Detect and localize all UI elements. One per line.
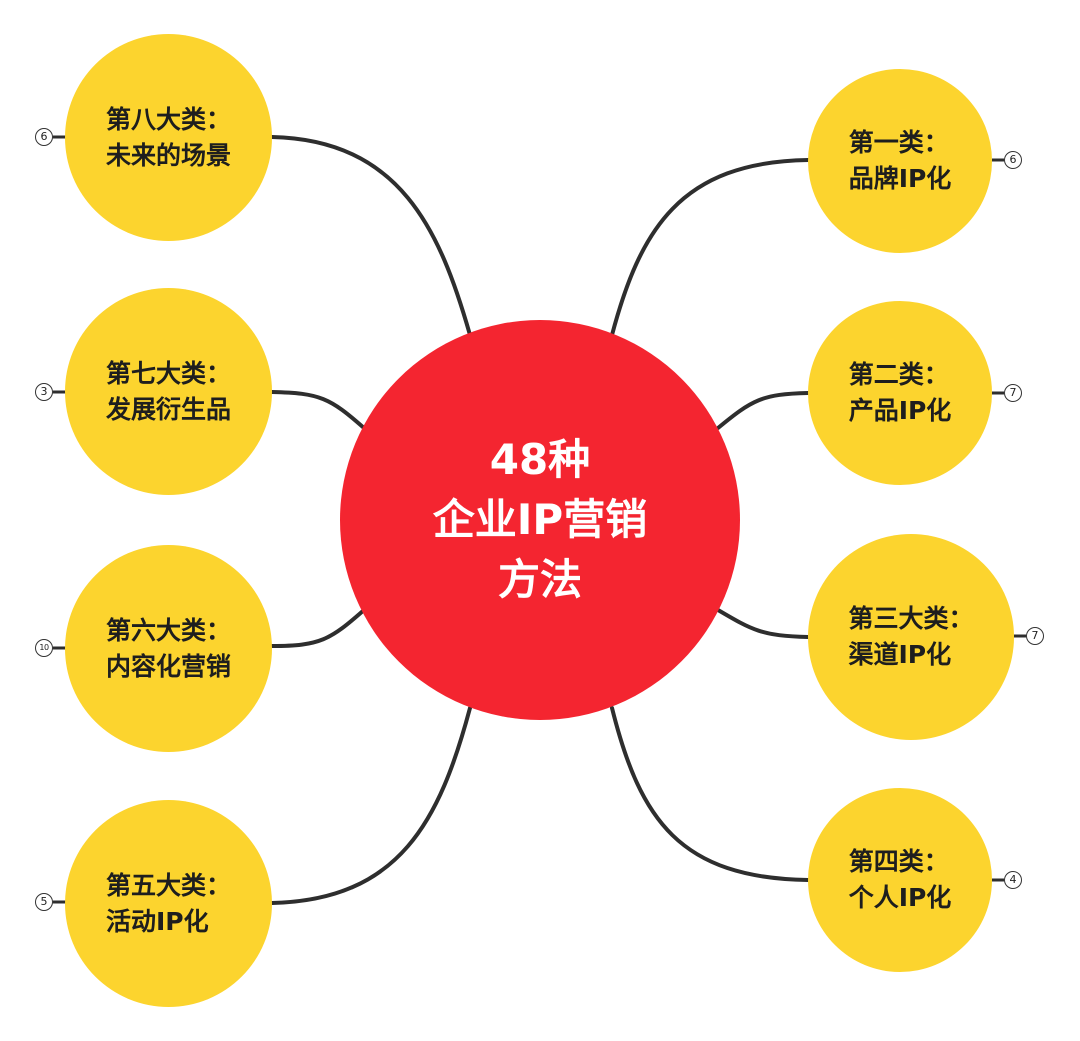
branch-node-category-7[interactable]: 第七大类： 发展衍生品 [65,288,272,495]
connector-b3 [716,608,810,639]
connector-b8 [270,135,472,337]
central-topic-label: 48种 企业IP营销 方法 [433,430,647,610]
central-line-2: 企业IP营销 [432,495,648,544]
collapsed-count-badge[interactable]: 7 [1004,384,1022,402]
connector-b2 [716,391,810,430]
branch-node-category-5[interactable]: 第五大类： 活动IP化 [65,800,272,1007]
connector-b6 [270,608,366,648]
connector-b4 [610,706,810,882]
central-line-3: 方法 [497,555,582,604]
branch-node-category-2[interactable]: 第二类： 产品IP化 [808,301,992,485]
branch-subtitle: 发展衍生品 [105,394,231,424]
branch-label: 第二类： 产品IP化 [849,357,952,429]
collapsed-count-badge[interactable]: 6 [35,128,53,146]
branch-subtitle: 渠道IP化 [848,640,952,669]
collapsed-count-badge[interactable]: 7 [1026,627,1044,645]
branch-node-category-1[interactable]: 第一类： 品牌IP化 [808,69,992,253]
branch-label: 第八大类： 未来的场景 [106,102,231,174]
branch-label: 第五大类： 活动IP化 [106,868,231,940]
branch-label: 第七大类： 发展衍生品 [106,356,231,428]
connector-b1 [610,158,810,337]
collapsed-count-badge[interactable]: 10 [35,639,53,657]
branch-node-category-8[interactable]: 第八大类： 未来的场景 [65,34,272,241]
collapsed-count-badge[interactable]: 5 [35,893,53,911]
branch-subtitle: 品牌IP化 [848,164,952,193]
branch-subtitle: 产品IP化 [848,396,952,425]
connector-b5 [270,706,472,905]
branch-title: 第三大类： [848,604,974,633]
collapsed-count-badge[interactable]: 3 [35,383,53,401]
branch-title: 第六大类： [105,615,231,645]
branch-subtitle: 活动IP化 [105,906,209,936]
branch-label: 第四类： 个人IP化 [849,844,952,916]
collapsed-count-badge[interactable]: 6 [1004,151,1022,169]
branch-label: 第三大类： 渠道IP化 [848,601,973,673]
collapsed-count-badge[interactable]: 4 [1004,871,1022,889]
branch-title: 第七大类： [105,358,231,388]
branch-subtitle: 内容化营销 [105,651,231,681]
branch-title: 第一类： [848,128,949,157]
branch-title: 第五大类： [105,870,231,900]
branch-title: 第四类： [848,847,949,876]
branch-label: 第六大类： 内容化营销 [106,613,231,685]
branch-title: 第二类： [848,360,949,389]
branch-node-category-6[interactable]: 第六大类： 内容化营销 [65,545,272,752]
central-line-1: 48种 [489,435,591,484]
central-topic[interactable]: 48种 企业IP营销 方法 [340,320,740,720]
branch-node-category-4[interactable]: 第四类： 个人IP化 [808,788,992,972]
branch-title: 第八大类： [105,104,231,134]
branch-node-category-3[interactable]: 第三大类： 渠道IP化 [808,534,1014,740]
branch-subtitle: 未来的场景 [105,140,231,170]
branch-subtitle: 个人IP化 [848,883,952,912]
connector-b7 [270,390,366,430]
branch-label: 第一类： 品牌IP化 [849,125,952,197]
